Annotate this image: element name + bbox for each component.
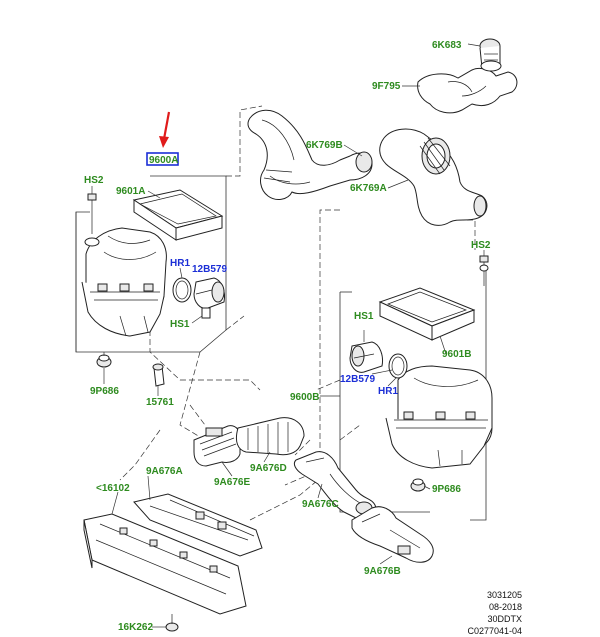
grommet-9P686-right xyxy=(410,478,426,492)
intake-duct-9A676A xyxy=(133,493,263,557)
intake-duct-9A676E xyxy=(193,425,241,467)
mass-air-flow-sensor-right xyxy=(349,330,383,373)
callout-9601A[interactable]: 9601A xyxy=(116,186,145,197)
screw-16K262 xyxy=(165,614,179,632)
intake-duct-9A676B xyxy=(351,506,434,563)
reference-line-1: 3031205 xyxy=(487,590,522,600)
callout-9A676A[interactable]: 9A676A xyxy=(146,466,183,477)
callout-6K769A[interactable]: 6K769A xyxy=(350,183,387,194)
callout-HS2-left[interactable]: HS2 xyxy=(84,175,104,186)
reference-line-4: C0277041-04 xyxy=(467,626,522,636)
seal-ring-12B579-left xyxy=(172,277,192,303)
callout-HR1-right[interactable]: HR1 xyxy=(378,386,398,397)
callout-9A676C[interactable]: 9A676C xyxy=(302,499,339,510)
callout-HS2-right[interactable]: HS2 xyxy=(471,240,491,251)
highlight-box-9600A xyxy=(146,152,179,166)
air-cleaner-housing-right xyxy=(385,365,493,469)
callout-12B579-left[interactable]: 12B579 xyxy=(192,264,227,275)
leader-lines xyxy=(91,43,485,628)
callout-9P686-left[interactable]: 9P686 xyxy=(90,386,119,397)
callout-9600B[interactable]: 9600B xyxy=(290,392,319,403)
callout-9600A[interactable]: 9600A xyxy=(149,155,178,166)
resonator-tube-6K683 xyxy=(417,38,518,114)
air-duct-right-6K769A xyxy=(379,128,488,226)
callout-9A676D[interactable]: 9A676D xyxy=(250,463,287,474)
housing-stud-HS2-right xyxy=(479,255,489,286)
callout-16102[interactable]: <16102 xyxy=(96,483,130,494)
reference-line-2: 08-2018 xyxy=(489,602,522,612)
callout-15761[interactable]: 15761 xyxy=(146,397,174,408)
grommet-9P686-left xyxy=(96,352,112,368)
callout-9A676E[interactable]: 9A676E xyxy=(214,477,250,488)
hose-clip-15761 xyxy=(152,363,165,387)
callout-9P686-right[interactable]: 9P686 xyxy=(432,484,461,495)
intake-duct-9A676D xyxy=(235,417,305,456)
callout-HS1-right[interactable]: HS1 xyxy=(354,311,374,322)
air-duct-left-6K769B xyxy=(247,109,373,200)
callout-9A676B[interactable]: 9A676B xyxy=(364,566,401,577)
air-cleaner-housing-left xyxy=(81,227,167,337)
callout-6K769B[interactable]: 6K769B xyxy=(306,140,343,151)
reference-block: 3031205 08-2018 30DDTX C0277041-04 xyxy=(467,590,522,636)
callout-9F795[interactable]: 9F795 xyxy=(372,81,401,92)
air-filter-element-9601B xyxy=(378,287,476,341)
callout-labels: 6K683 9F795 6K769B 6K769A 9600A HS2 9601… xyxy=(84,40,491,633)
mass-air-flow-sensor-left xyxy=(193,277,225,319)
callout-9601B[interactable]: 9601B xyxy=(442,349,471,360)
air-filter-element-9601A xyxy=(132,189,224,241)
callout-HS1-left[interactable]: HS1 xyxy=(170,319,190,330)
seal-ring-12B579-right xyxy=(388,353,408,379)
reference-line-3: 30DDTX xyxy=(487,614,522,624)
callout-6K683[interactable]: 6K683 xyxy=(432,40,462,51)
callout-12B579-right[interactable]: 12B579 xyxy=(340,374,375,385)
callout-16K262[interactable]: 16K262 xyxy=(118,622,153,633)
callout-HR1-left[interactable]: HR1 xyxy=(170,258,190,269)
indicator-arrow xyxy=(159,111,171,148)
